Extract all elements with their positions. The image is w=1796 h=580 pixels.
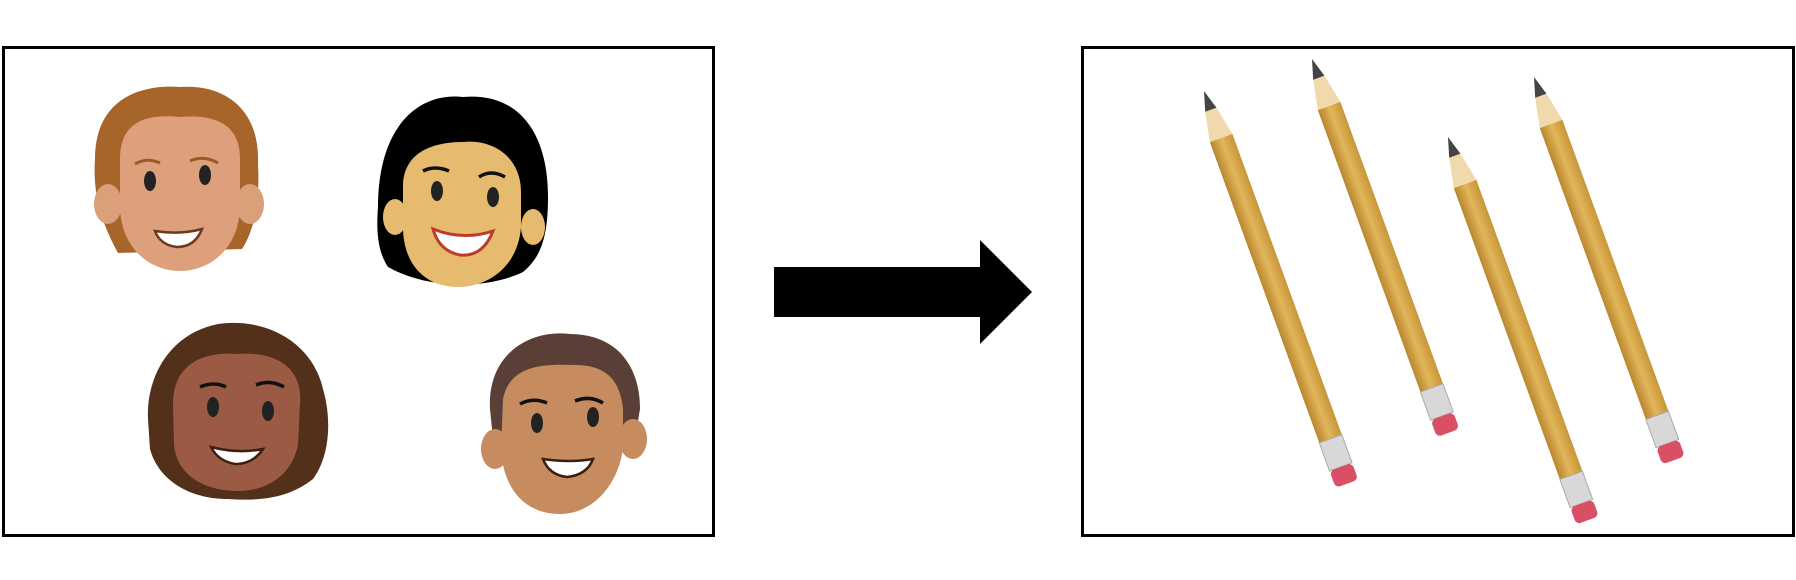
input-panel-faces: [2, 46, 715, 537]
face-short-hair: [481, 333, 647, 514]
face-red-hair: [94, 86, 264, 271]
transformation-arrow: [774, 240, 1032, 344]
output-panel-pencils: [1081, 46, 1795, 537]
pencil-2: [1312, 59, 1458, 436]
pencil-1: [1204, 91, 1357, 487]
pencil-4: [1534, 77, 1684, 464]
face-curly-hair: [147, 322, 329, 500]
pencil-3: [1448, 137, 1598, 524]
face-black-hair: [377, 96, 548, 287]
